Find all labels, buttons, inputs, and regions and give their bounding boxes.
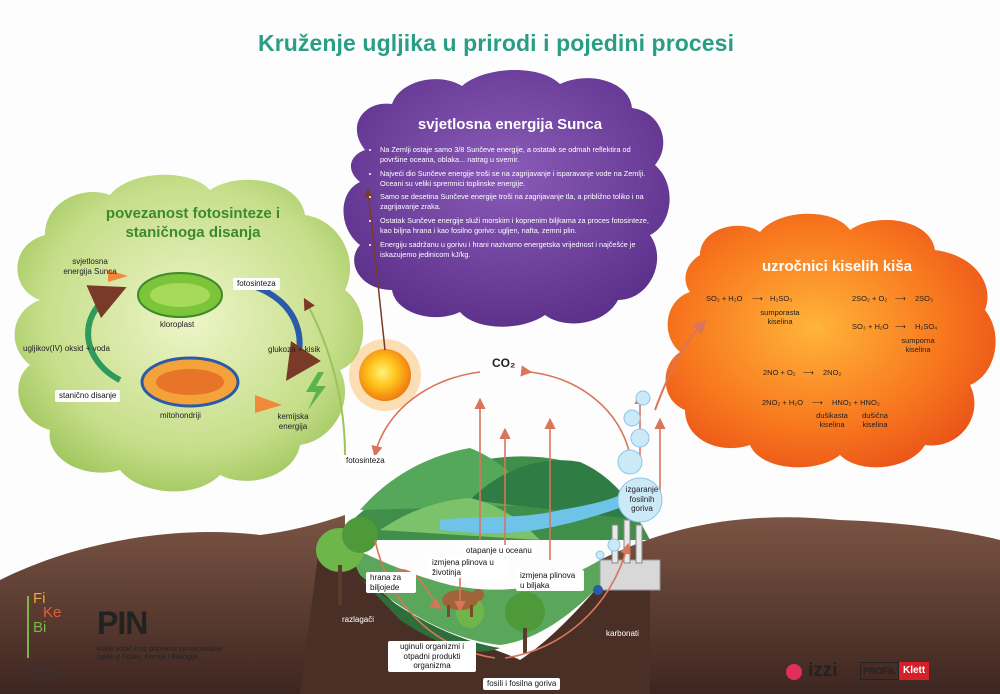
label-chloroplast: kloroplast [160, 320, 195, 329]
profil-text: PROFIL [860, 662, 899, 680]
eq2-right: 2SO₃ [915, 294, 934, 303]
label-fossils: fosili i fosilna goriva [483, 678, 561, 690]
eq4-left: 2NO + O₂ [763, 368, 796, 377]
fikebi-fi: Fi [33, 590, 46, 607]
label-sun-energy: svjetlosna energija Sunca [63, 257, 117, 276]
label-mitochondria: mitohondriji [160, 411, 201, 420]
profil-klett-logo: PROFIL Klett [860, 662, 930, 680]
izzi-icon [786, 664, 802, 680]
eq2-left: 2SO₂ + O₂ [852, 294, 888, 303]
label-cell-respiration: stanično disanje [55, 390, 121, 402]
page-title: Kruženje ugljika u prirodi i pojedini pr… [258, 30, 735, 56]
eq5-name2: dušična kiselina [862, 411, 888, 429]
label-co2: CO₂ [492, 356, 516, 370]
label-glucose-oxygen: glukoza + kisik [268, 345, 321, 354]
label-plant-gas: izmjena plinova u biljaka [516, 570, 584, 592]
sun [349, 339, 421, 411]
arrow-icon: ⟶ [803, 368, 814, 377]
pin-description: kratki vodič kroz pripremu za nacionalne… [97, 646, 222, 662]
eq1-name: sumporasta kiselina [760, 308, 800, 326]
acid-cloud-shape [665, 213, 996, 468]
eq5-right: HNO₂ + HNO₃ [832, 398, 880, 407]
sun-cloud-title: svjetlosna energija Sunca [417, 116, 603, 133]
eq3-left: SO₃ + H₂O [852, 322, 889, 331]
label-co2-water: ugljikov(IV) oksid + voda [23, 344, 110, 353]
label-ocean-dissolving: otapanje u oceanu [462, 545, 536, 557]
fikebi-subtitle: radna bilježnica [33, 662, 64, 680]
eq5-left: 2NO₂ + H₂O [762, 398, 804, 407]
arrow-icon: ⟶ [812, 398, 823, 407]
sun-cloud-shape [343, 69, 670, 327]
eq1-left: SO₂ + H₂O [706, 294, 743, 303]
label-food: hrana za biljojede [366, 572, 416, 594]
green-cloud-shape [14, 174, 364, 492]
pin-logo: PIN [97, 605, 148, 641]
ground [0, 515, 345, 694]
arrow-icon: ⟶ [895, 322, 906, 331]
klett-text: Klett [899, 662, 930, 680]
eq3-name: sumporna kiselina [901, 336, 935, 354]
label-photosynthesis-cycle: fotosinteza [342, 455, 389, 467]
sun-fact: Energiju sadržanu u gorivu i hrani naziv… [380, 240, 658, 260]
label-carbonates: karbonati [606, 629, 639, 638]
fikebi-bi: Bi [33, 618, 47, 636]
label-animal-gas: izmjena plinova u životinja [428, 557, 506, 579]
label-photosynthesis: fotosinteza [233, 278, 280, 290]
smoke-bubbles [595, 390, 663, 560]
green-cloud-title: povezanost fotosinteze i staničnoga disa… [105, 205, 281, 241]
eq4-right: 2NO₂ [823, 368, 842, 377]
eq1-right: H₂SO₃ [770, 294, 793, 303]
acid-cloud-title: uzročnici kiselih kiša [761, 258, 913, 275]
label-dead-organisms: uginuli organizmi i otpadni produkti org… [388, 641, 476, 672]
sun-fact: Ostatak Sunčeve energije služi morskim i… [380, 216, 658, 236]
eq5-name1: dušikasta kiselina [816, 411, 848, 429]
sun-fact: Najveći dio Sunčeve energije troši se na… [380, 169, 658, 189]
fikebi-logo: Fi Ke Bi [33, 590, 62, 636]
fikebi-ke: Ke [43, 604, 62, 622]
arrow-icon: ⟶ [752, 294, 763, 303]
label-decomposers: razlagači [342, 615, 375, 624]
sun-fact: Na Zemlji ostaje samo 3/8 Sunčeve energi… [380, 145, 658, 165]
arrow-icon: ⟶ [895, 294, 906, 303]
izzi-logo: izzi [808, 660, 838, 681]
sun-cloud-list: Na Zemlji ostaje samo 3/8 Sunčeve energi… [370, 145, 658, 263]
eq3-right: H₂SO₄ [915, 322, 938, 331]
sun-fact: Samo se desetina Sunčeve energije troši … [380, 192, 658, 212]
label-fuel-burning: izgaranje fosilnih goriva [625, 485, 659, 514]
label-chemical-energy: kemijska energija [277, 412, 309, 431]
